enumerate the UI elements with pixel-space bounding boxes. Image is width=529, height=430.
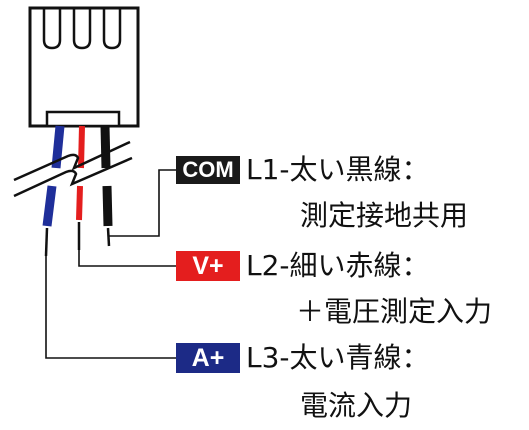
wire-black [100, 125, 113, 227]
wire-label-l3: L3-太い青線： [246, 341, 430, 374]
badge-current: A+ [176, 343, 240, 373]
wire-desc-l3: 電流入力 [300, 389, 413, 422]
wire-label-l1: L1-太い黒線： [246, 153, 430, 186]
leader-line-com [109, 169, 176, 237]
badge-com: COM [176, 156, 240, 184]
badge-com-text: COM [182, 157, 234, 182]
connector-pins [42, 8, 122, 50]
wire-break-mark [13, 140, 133, 198]
leader-lines [45, 169, 176, 359]
leader-line-v [78, 248, 176, 267]
leader-line-a [45, 254, 176, 359]
wire-desc-l2: ＋電圧測定入力 [296, 295, 493, 328]
badge-current-text: A+ [191, 343, 225, 372]
wire-tips [44, 222, 111, 257]
connector-housing [28, 6, 140, 128]
badge-voltage-text: V+ [192, 251, 224, 280]
wire-label-l2: L2-細い赤線： [246, 249, 430, 282]
wire-desc-l1: 測定接地共用 [300, 199, 469, 232]
badge-voltage: V+ [176, 251, 240, 281]
wire-red [76, 125, 85, 221]
